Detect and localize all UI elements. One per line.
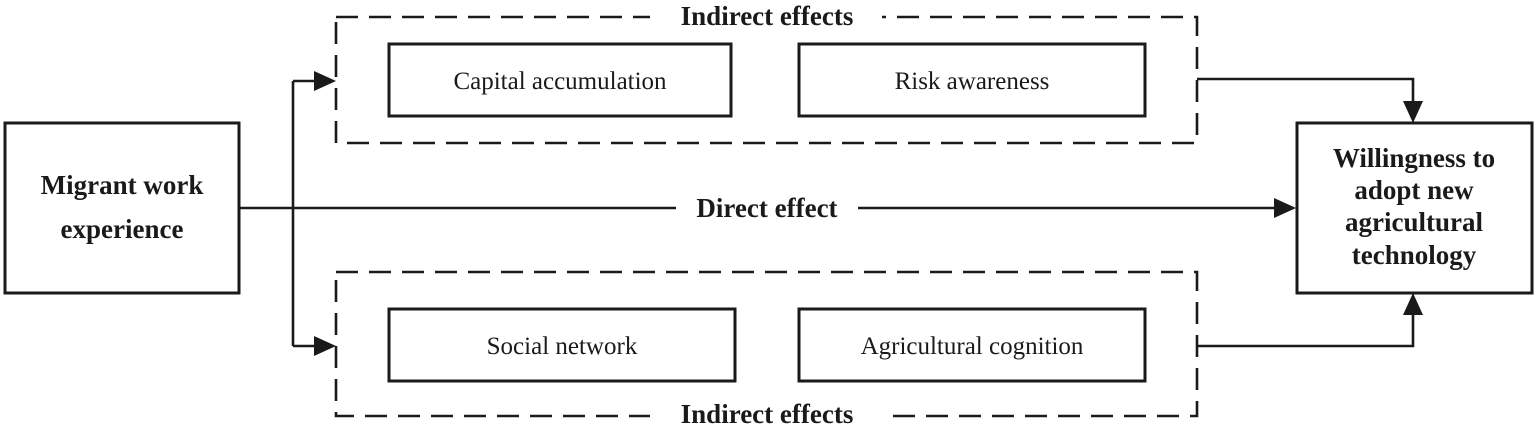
- direct-effect-label: Direct effect: [696, 193, 837, 223]
- top-group-to-target-edge: [1197, 77, 1415, 105]
- source-node-label-line-2: experience: [61, 214, 184, 244]
- indirect-effects-title-bottom: Indirect effects: [681, 399, 854, 429]
- mediator-box-agricultural-cognition: [797, 307, 1147, 383]
- target-node-label-line-4: technology: [1352, 240, 1477, 270]
- mediator-box-social-network: [387, 307, 737, 383]
- target-node-label-line-3: agricultural: [1345, 207, 1483, 237]
- direct-effect-label-mask: [676, 192, 858, 224]
- indirect-effects-title-top: Indirect effects: [681, 1, 854, 31]
- group-top-title-mask: [650, 2, 882, 32]
- mediator-box-capital-accumulation: [387, 42, 733, 118]
- mediator-box-risk-awareness: [797, 42, 1147, 118]
- mediator-label-capital-accumulation: Capital accumulation: [453, 68, 667, 95]
- group-bottom-title-mask: [650, 401, 882, 429]
- top-group-to-target-arrowhead: [1403, 101, 1423, 123]
- direct-effect-arrowhead: [1274, 198, 1296, 218]
- mediator-label-agricultural-cognition: Agricultural cognition: [861, 333, 1084, 360]
- bottom-group-arrowhead: [314, 336, 336, 356]
- target-node-willingness-to-adopt: [1295, 121, 1534, 295]
- bottom-group-to-target-arrowhead: [1403, 293, 1423, 315]
- mediator-label-social-network: Social network: [487, 333, 638, 360]
- source-node-migrant-work-experience: [3, 121, 241, 295]
- top-group-arrowhead: [314, 71, 336, 91]
- source-node-label-line-1: Migrant work: [41, 170, 204, 200]
- mediator-label-risk-awareness: Risk awareness: [895, 68, 1050, 95]
- target-node-label-line-2: adopt new: [1354, 175, 1474, 205]
- target-node-label-line-1: Willingness to: [1333, 143, 1495, 173]
- bottom-group-to-target-edge: [1197, 311, 1415, 348]
